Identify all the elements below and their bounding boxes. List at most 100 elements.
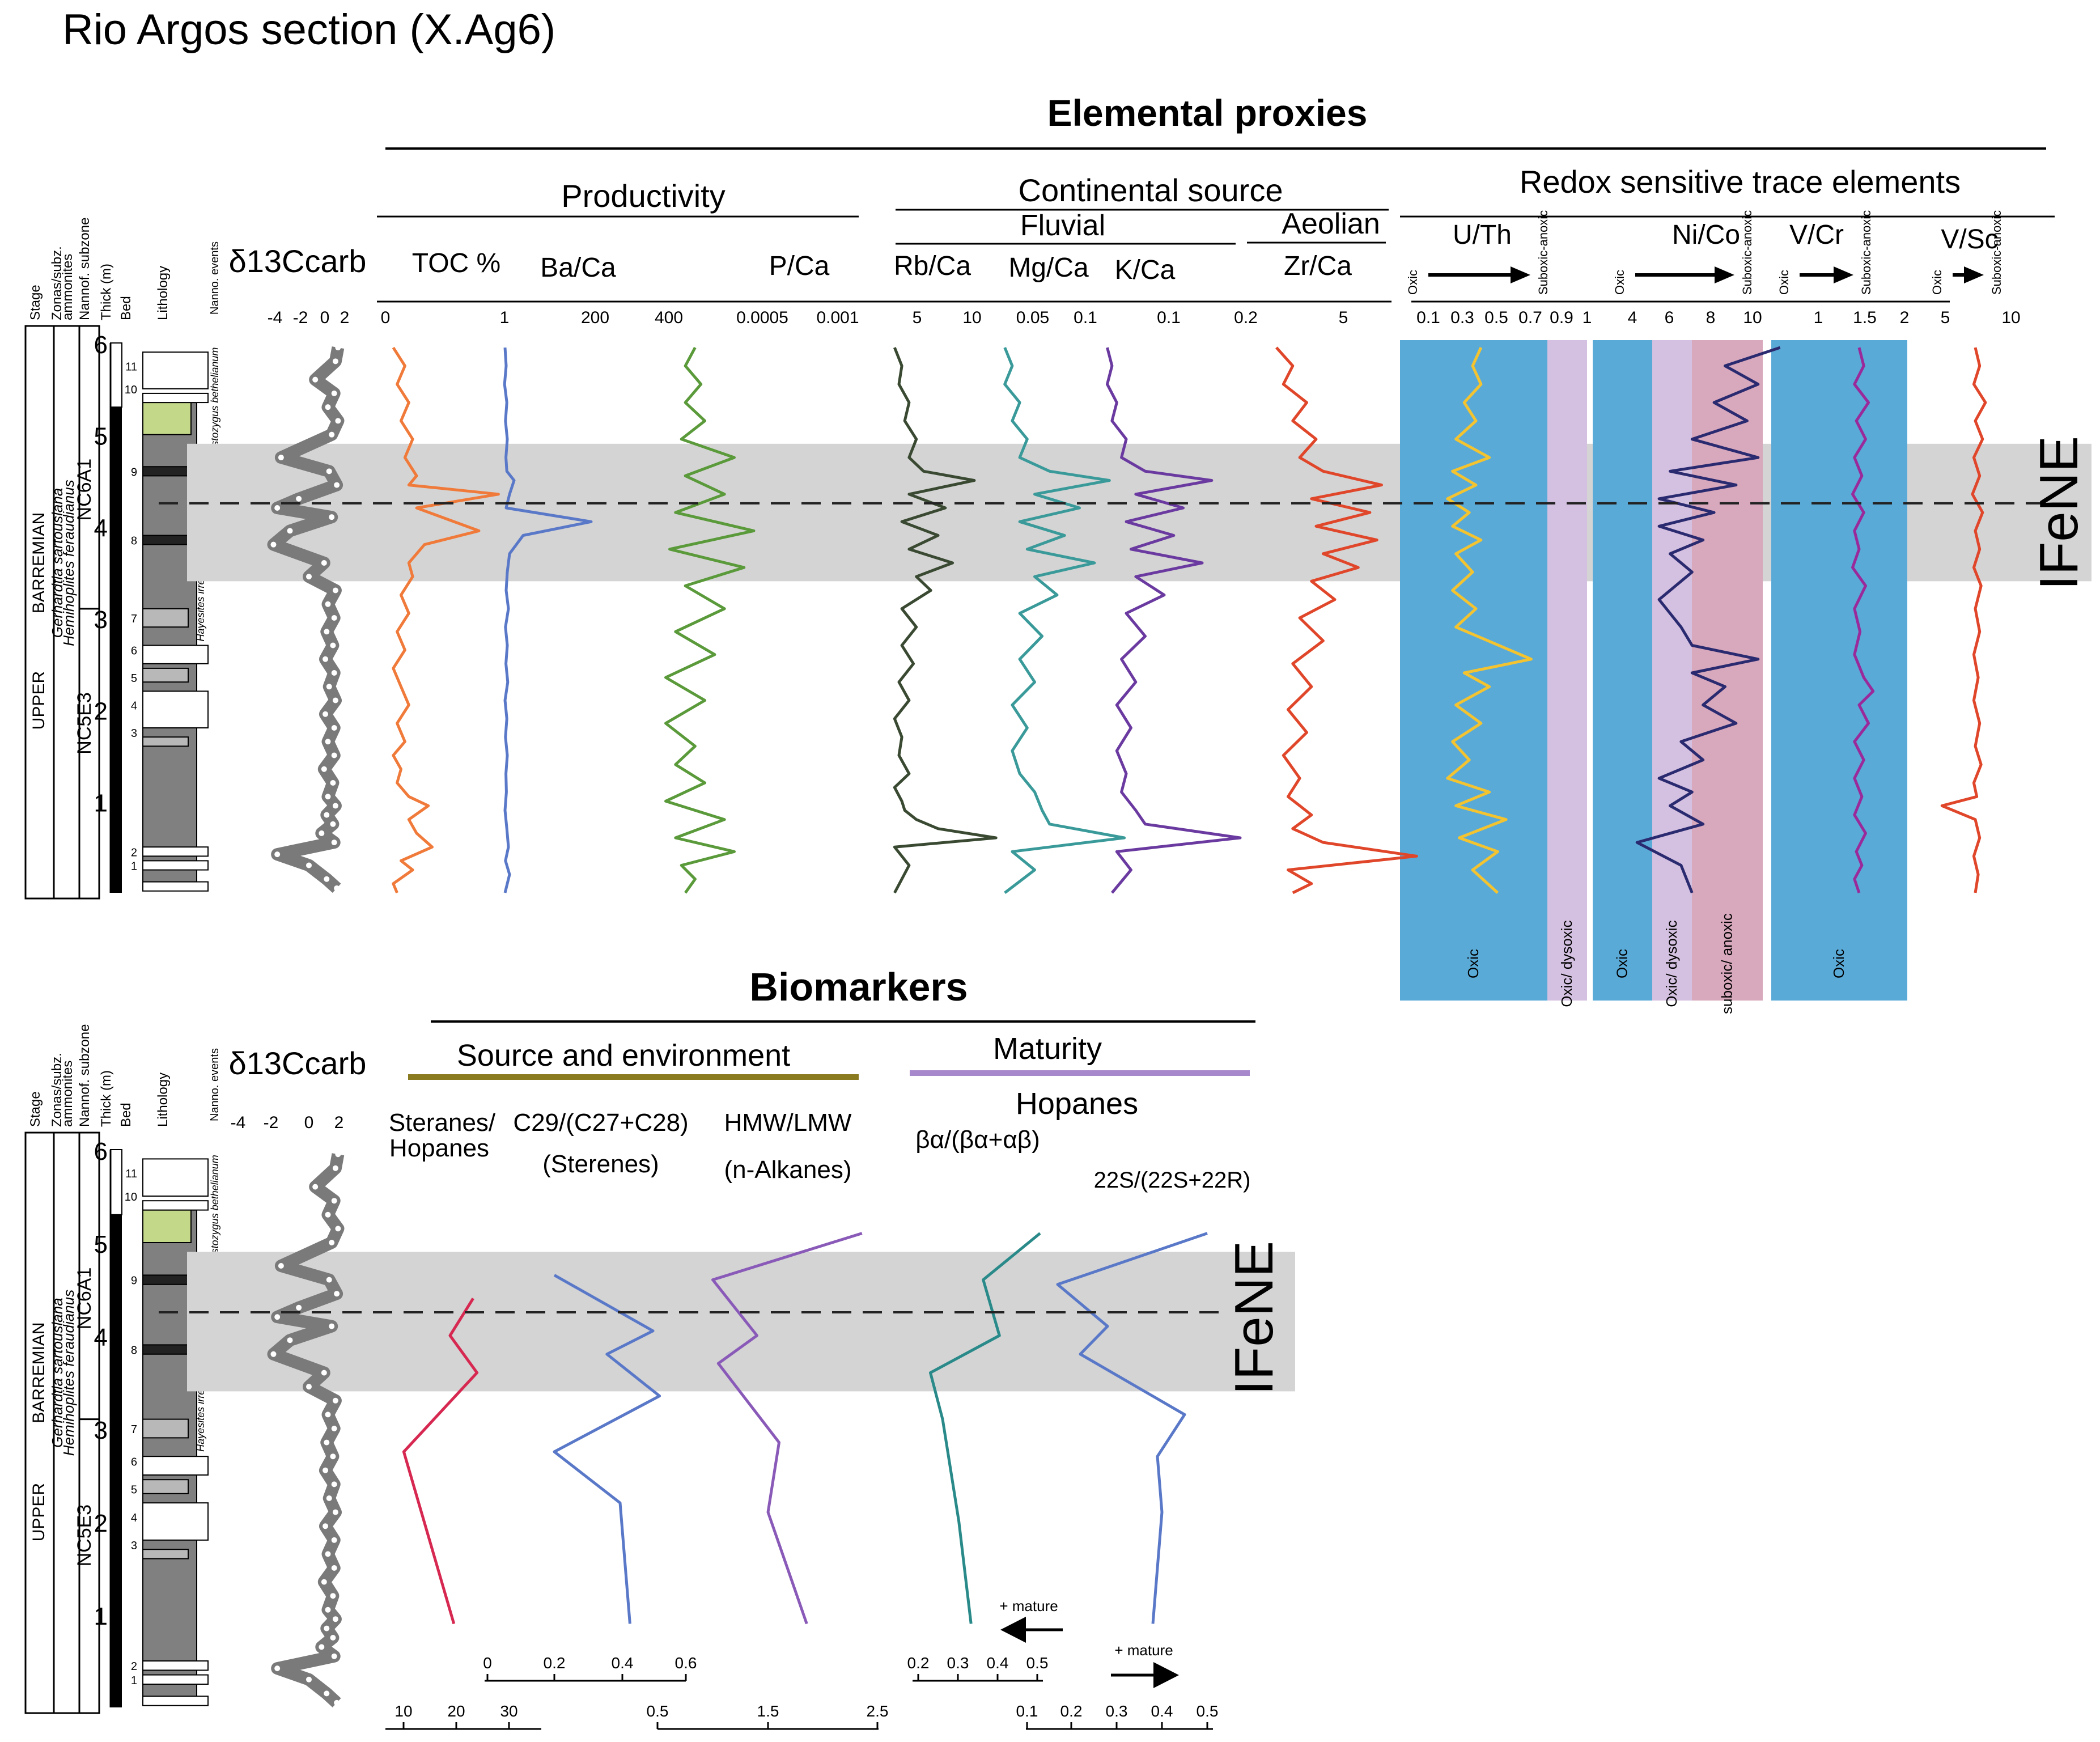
data-point [330, 780, 336, 786]
maturity-heading: Maturity [993, 1032, 1102, 1066]
tick-label: 0.1 [1074, 308, 1097, 327]
data-point [325, 1607, 331, 1613]
tick-label: 5 [913, 308, 922, 327]
data-point [325, 404, 331, 410]
series-line-hmw-lmw-n-alkanes- [711, 1232, 863, 1625]
data-point [324, 629, 330, 635]
data-point [306, 1676, 312, 1682]
data-point [335, 418, 341, 424]
series-label: V/Sc [1941, 224, 1998, 255]
tick-label: 0.05 [1016, 308, 1049, 327]
hmw-tick-label: 2.5 [867, 1702, 889, 1720]
data-point [319, 830, 325, 836]
steranes-tick-label: 20 [447, 1702, 465, 1720]
series-line-22s-22s-22r- [1056, 1232, 1208, 1624]
fluvial-heading: Fluvial [1020, 209, 1105, 242]
series-line--13ccarb [267, 346, 345, 893]
strat-col-box [78, 1131, 100, 1714]
tick-label: 5 [1941, 308, 1950, 327]
strat-header-label: Zonas/subz. [49, 246, 65, 320]
data-point [330, 1593, 336, 1599]
data-point [296, 1304, 302, 1311]
tick-label: 4 [1628, 308, 1637, 327]
lithology-dark-bed [142, 535, 194, 545]
data-point [332, 358, 338, 364]
series-line-v-cr [1851, 347, 1875, 893]
nanno-event-upper: Chiastozygus bethelianum [209, 347, 220, 467]
tick-label: 1 [1583, 308, 1592, 327]
redox-zone [1593, 340, 1652, 1001]
c29-tick-label: 0 [483, 1654, 492, 1672]
lithology-limestone [142, 690, 209, 729]
lithology-green [142, 1209, 192, 1244]
series-line-steranes-hopanes [402, 1298, 479, 1625]
data-point [321, 1370, 327, 1376]
tick-label: 200 [581, 308, 609, 327]
data-point [274, 1314, 281, 1320]
hop1-tick-label: 0.2 [907, 1654, 930, 1672]
hop2-tick-label: 0.1 [1016, 1702, 1038, 1720]
thickness-tick: 6 [94, 331, 108, 359]
data-point [321, 1579, 327, 1585]
mature-arrow-label: + mature [1114, 1642, 1173, 1659]
redox-arrow-head [1511, 266, 1530, 283]
ifene-band [187, 1252, 1295, 1392]
elemental-heading: Elemental proxies [1047, 92, 1368, 134]
steranes-tick-label: 10 [394, 1702, 412, 1720]
series-line-k-ca [1106, 347, 1242, 894]
series-label: C29/(C27+C28) [513, 1109, 688, 1137]
strat-header-label: Nannof. subzone [77, 218, 92, 320]
data-point [278, 455, 284, 461]
data-point [334, 482, 340, 488]
tick-label: -2 [264, 1113, 279, 1132]
hop2-tick-label: 0.3 [1106, 1702, 1128, 1720]
redox-zone [1652, 340, 1692, 1001]
redox-zone-label: Oxic [1465, 949, 1482, 978]
ifene-label: IFeNE [2029, 436, 2089, 590]
nanno-upper: NC6A1 [74, 459, 95, 521]
ammonite-subzone: Hemihoplites feraudianus [60, 1290, 77, 1456]
data-point [323, 1467, 329, 1473]
thickness-bar-top [110, 342, 122, 408]
bed-label: 3 [131, 727, 137, 740]
hop2-tick-label: 0.4 [1151, 1702, 1173, 1720]
thickness-tick: 5 [94, 1231, 108, 1258]
tick-label: 1 [1814, 308, 1823, 327]
strat-header-label: Thick (m) [99, 1070, 114, 1127]
series-line-rb-ca [893, 347, 998, 894]
series-label: Mg/Ca [1008, 253, 1089, 283]
continental-heading: Continental source [1019, 172, 1283, 208]
lithology-grey-bed [142, 1549, 189, 1559]
bed-label: 6 [131, 645, 137, 658]
data-point [323, 1523, 329, 1529]
lithology-limestone [142, 392, 209, 404]
mature-arrow-head [1153, 1662, 1179, 1688]
series-line-c29-c27-c28-sterenes- [553, 1274, 661, 1624]
tick-label: 1.5 [1853, 308, 1877, 327]
data-point [335, 1151, 341, 1158]
c29-tick-label: 0.4 [612, 1654, 634, 1672]
data-point [334, 1699, 340, 1706]
data-point [278, 1263, 284, 1269]
tick-label: 0.5 [1484, 308, 1508, 327]
data-point [332, 1165, 338, 1171]
mature-arrow-label: + mature [999, 1597, 1058, 1614]
d13c-label-1: δ13Ccarb [229, 243, 367, 279]
series-label: Ni/Co [1672, 220, 1740, 250]
strat-header-label: ammonites [60, 254, 75, 320]
series-label: (Sterenes) [542, 1150, 659, 1178]
tick-label: 0.9 [1550, 308, 1573, 327]
hop1-tick-label: 0.3 [947, 1654, 969, 1672]
data-point [331, 1653, 337, 1659]
bed-label: 4 [131, 700, 137, 713]
data-point [330, 642, 336, 649]
data-point [324, 1690, 330, 1697]
lithology-limestone [142, 881, 209, 892]
series-label: TOC % [412, 248, 500, 278]
data-point [329, 431, 335, 438]
redox-arrow-head [1834, 266, 1853, 283]
bed-label: 9 [131, 1275, 137, 1287]
data-point [331, 1565, 337, 1571]
redox-arrow-head [1715, 266, 1734, 283]
data-point [331, 725, 337, 731]
